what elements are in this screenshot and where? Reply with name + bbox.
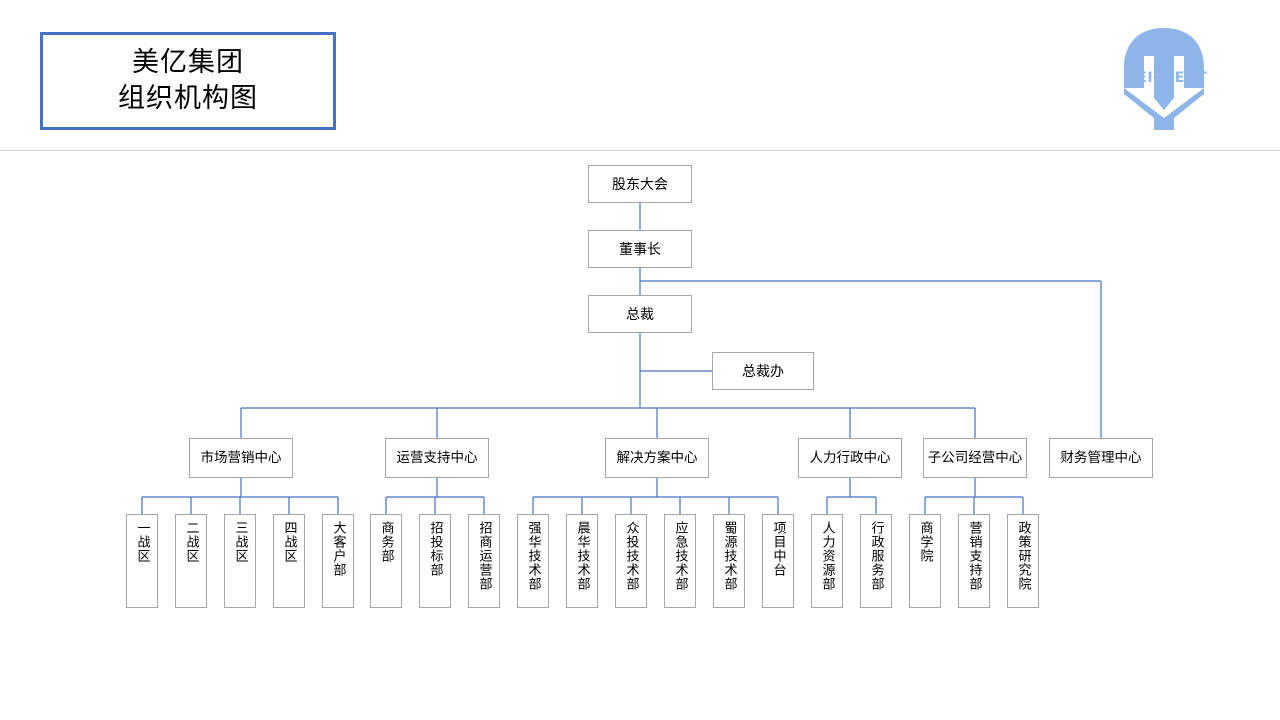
node-label: 招投标部: [427, 521, 443, 577]
node-label: 蜀源技术部: [721, 521, 737, 591]
node-label: 行政服务部: [868, 521, 884, 591]
node-center-subsidiary[interactable]: 子公司经营中心: [923, 438, 1027, 478]
node-president[interactable]: 总裁: [588, 295, 692, 333]
node-dept-operations[interactable]: 招投标部: [419, 514, 451, 608]
node-label: 众投技术部: [623, 521, 639, 591]
header-divider: [0, 150, 1280, 151]
node-chairman[interactable]: 董事长: [588, 230, 692, 268]
node-dept-solutions[interactable]: 蜀源技术部: [713, 514, 745, 608]
node-dept-subsidiary[interactable]: 营销支持部: [958, 514, 990, 608]
node-label: 一战区: [134, 521, 150, 563]
logo-wordmark: MEIYI ENT: [1122, 70, 1208, 86]
node-center-operations[interactable]: 运营支持中心: [385, 438, 489, 478]
node-label: 运营支持中心: [396, 449, 478, 466]
node-center-finance[interactable]: 财务管理中心: [1049, 438, 1153, 478]
node-center-solutions[interactable]: 解决方案中心: [605, 438, 709, 478]
meiyi-logo-icon: [1118, 26, 1210, 130]
chart-title-box: 美亿集团 组织机构图: [40, 32, 336, 130]
node-label: 人力资源部: [819, 521, 835, 591]
node-dept-solutions[interactable]: 强华技术部: [517, 514, 549, 608]
node-dept-operations[interactable]: 招商运营部: [468, 514, 500, 608]
node-dept-subsidiary[interactable]: 政策研究院: [1007, 514, 1039, 608]
node-label: 晨华技术部: [574, 521, 590, 591]
node-label: 四战区: [281, 521, 297, 563]
node-dept-marketing[interactable]: 四战区: [273, 514, 305, 608]
node-label: 应急技术部: [672, 521, 688, 591]
node-shareholders-meeting[interactable]: 股东大会: [588, 165, 692, 203]
node-label: 市场营销中心: [200, 449, 282, 466]
node-dept-marketing[interactable]: 一战区: [126, 514, 158, 608]
node-dept-marketing[interactable]: 二战区: [175, 514, 207, 608]
node-dept-hr_admin[interactable]: 人力资源部: [811, 514, 843, 608]
node-label: 二战区: [183, 521, 199, 563]
node-center-marketing[interactable]: 市场营销中心: [189, 438, 293, 478]
node-label: 大客户部: [330, 521, 346, 577]
node-dept-operations[interactable]: 商务部: [370, 514, 402, 608]
node-label: 董事长: [619, 242, 661, 258]
node-label: 解决方案中心: [616, 449, 698, 466]
node-dept-hr_admin[interactable]: 行政服务部: [860, 514, 892, 608]
node-label: 人力行政中心: [809, 449, 891, 466]
node-label: 招商运营部: [476, 521, 492, 591]
node-president-office[interactable]: 总裁办: [712, 352, 814, 390]
node-label: 营销支持部: [966, 521, 982, 591]
node-label: 商学院: [917, 521, 933, 563]
node-label: 强华技术部: [525, 521, 541, 591]
node-label: 总裁办: [742, 364, 784, 380]
node-label: 项目中台: [770, 521, 786, 577]
title-line-2: 组织机构图: [118, 83, 258, 114]
node-dept-solutions[interactable]: 众投技术部: [615, 514, 647, 608]
node-center-hr_admin[interactable]: 人力行政中心: [798, 438, 902, 478]
node-dept-solutions[interactable]: 应急技术部: [664, 514, 696, 608]
node-dept-subsidiary[interactable]: 商学院: [909, 514, 941, 608]
node-label: 三战区: [232, 521, 248, 563]
node-dept-solutions[interactable]: 晨华技术部: [566, 514, 598, 608]
node-dept-solutions[interactable]: 项目中台: [762, 514, 794, 608]
node-label: 政策研究院: [1015, 521, 1031, 591]
node-dept-marketing[interactable]: 三战区: [224, 514, 256, 608]
node-dept-marketing[interactable]: 大客户部: [322, 514, 354, 608]
node-label: 子公司经营中心: [927, 449, 1023, 466]
node-label: 总裁: [626, 307, 654, 323]
node-label: 财务管理中心: [1060, 449, 1142, 466]
title-line-1: 美亿集团: [132, 47, 244, 79]
node-label: 商务部: [378, 521, 394, 563]
node-label: 股东大会: [612, 177, 668, 193]
